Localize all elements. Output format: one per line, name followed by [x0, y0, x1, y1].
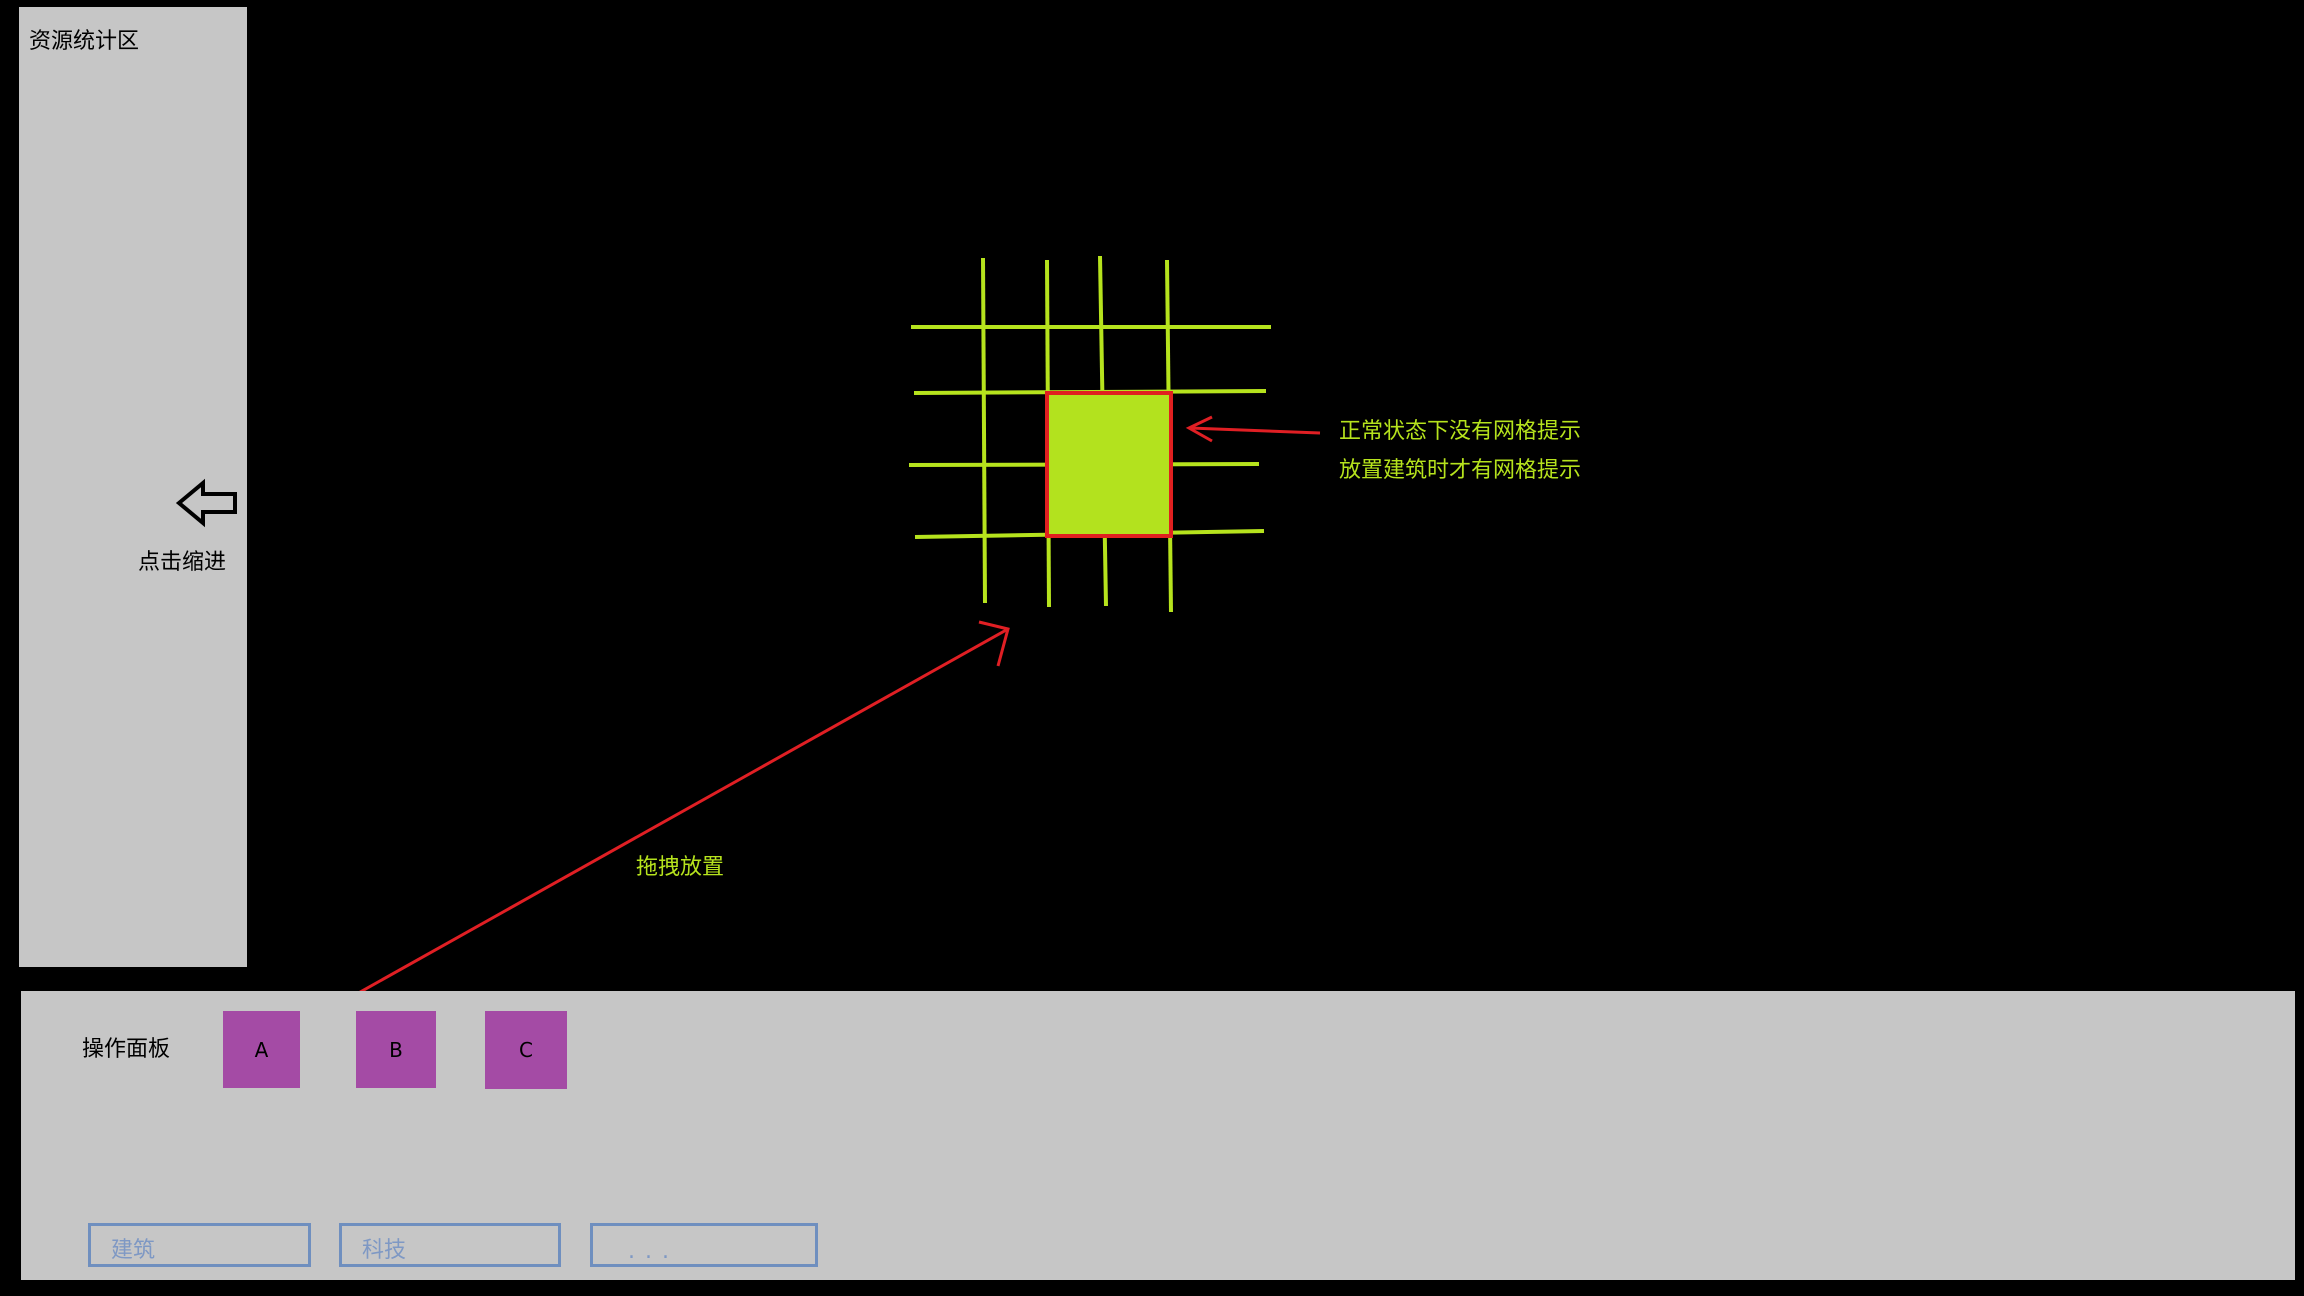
drag-note: 拖拽放置 [636, 855, 725, 880]
grid-note-line1: 正常状态下没有网格提示 [1339, 419, 1582, 444]
tab-label: 科技 [362, 1238, 407, 1263]
building-b-button[interactable]: B [356, 1011, 436, 1088]
operation-panel: 操作面板 A B C 建筑 科技 ... [21, 991, 2295, 1280]
grid-note-line2: 放置建筑时才有网格提示 [1339, 458, 1582, 483]
resource-stats-panel: 资源统计区 点击缩进 [19, 7, 247, 967]
building-a-button[interactable]: A [223, 1011, 300, 1088]
grid-line [981, 257, 987, 604]
tab-label: 建筑 [111, 1238, 156, 1263]
building-label: B [389, 1037, 403, 1062]
drag-arrow-head [978, 620, 1010, 667]
resource-stats-title: 资源统计区 [29, 29, 140, 54]
building-label: A [254, 1037, 269, 1062]
drag-arrow [279, 627, 1009, 1039]
tab-building[interactable]: 建筑 [88, 1223, 311, 1267]
building-label: C [519, 1038, 533, 1062]
tab-more[interactable]: ... [590, 1223, 818, 1267]
annotation-arrow-head [1185, 415, 1213, 443]
tab-technology[interactable]: 科技 [339, 1223, 561, 1267]
annotation-arrow [1189, 426, 1321, 435]
placed-building-tile [1045, 391, 1173, 538]
operation-panel-title: 操作面板 [82, 1037, 171, 1062]
collapse-arrow-icon[interactable] [175, 477, 241, 529]
building-c-button[interactable]: C [485, 1011, 567, 1089]
tab-label: ... [628, 1239, 679, 1264]
collapse-label[interactable]: 点击缩进 [138, 550, 227, 575]
